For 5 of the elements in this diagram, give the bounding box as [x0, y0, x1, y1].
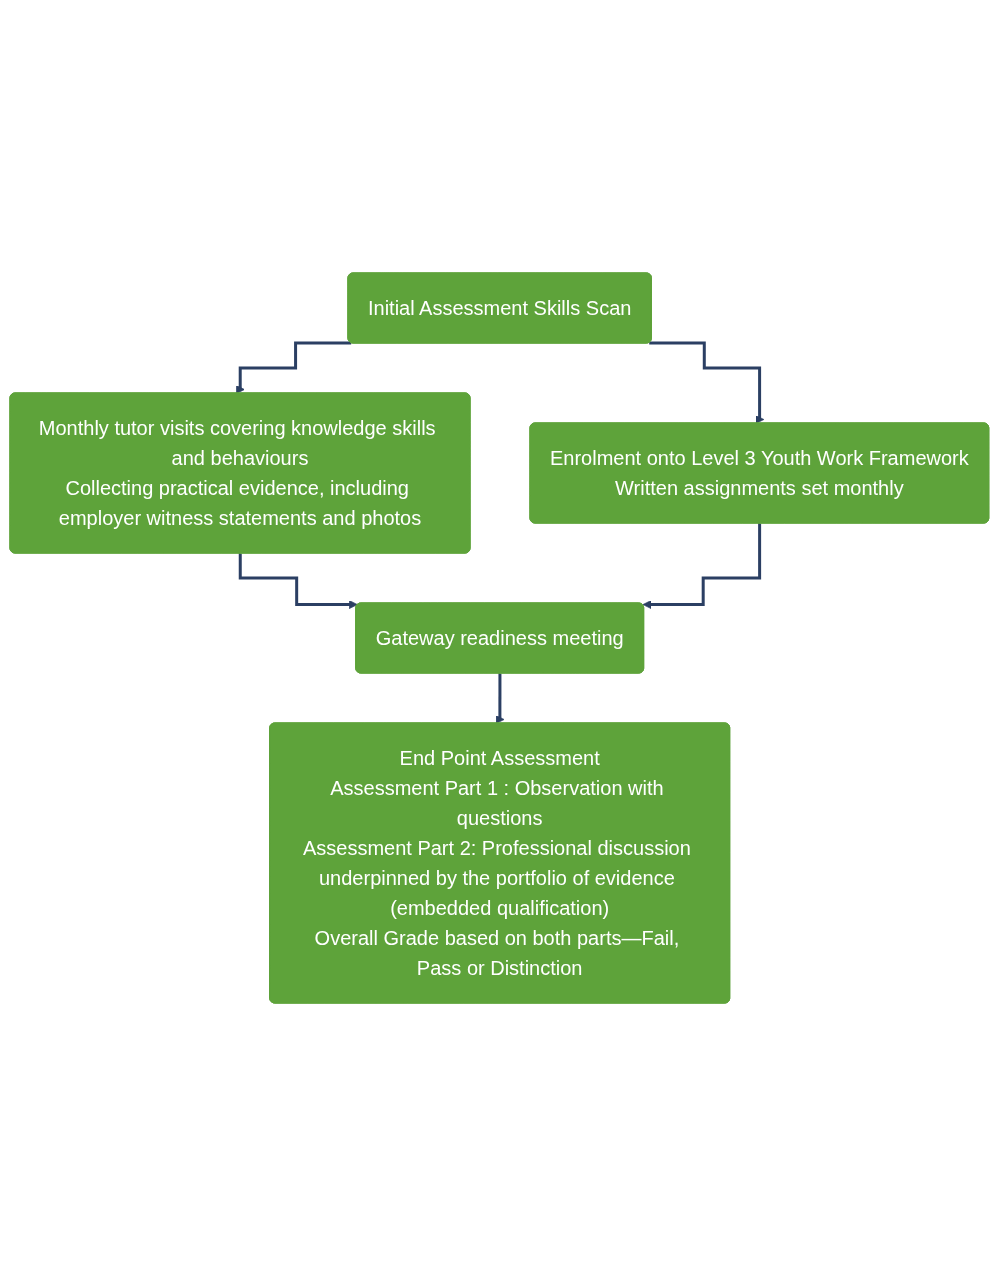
arrow — [495, 671, 505, 724]
arrow — [648, 340, 764, 424]
arrow — [238, 551, 358, 609]
arrow — [235, 340, 351, 394]
arrow — [642, 521, 761, 609]
